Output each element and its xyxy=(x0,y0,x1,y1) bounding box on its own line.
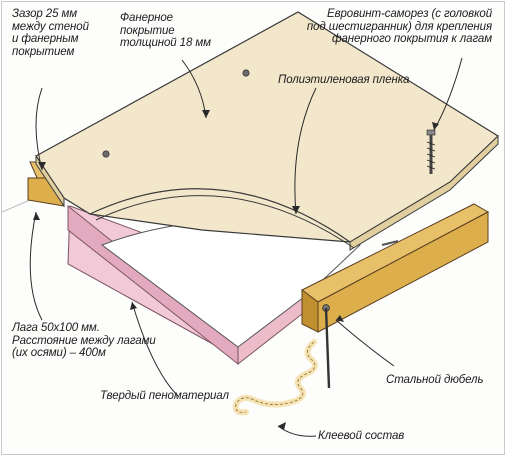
label-dowel: Стальной дюбель xyxy=(386,374,483,387)
label-gap-line: и фанерным xyxy=(12,33,79,45)
eurovint-screw xyxy=(426,129,436,174)
label-plywood-line: покрытие xyxy=(120,24,175,37)
glue-bead-outline xyxy=(235,341,316,413)
leader-glue xyxy=(277,425,317,437)
plywood-edge xyxy=(35,154,65,208)
label-film: Полиэтиленовая пленка xyxy=(278,74,409,87)
joist-right-side xyxy=(317,211,489,333)
plywood-right-edge xyxy=(349,134,499,251)
label-joist-line: Лага 50x100 мм. xyxy=(12,322,100,334)
label-dowel-line: Стальной дюбель xyxy=(386,374,484,386)
label-gap: Зазор 25 мм между стеной и фанерным покр… xyxy=(12,8,89,58)
label-foam: Твердый пеноматериал xyxy=(100,390,229,403)
label-gap-line: Зазор 25 мм xyxy=(12,8,78,20)
leader-foam xyxy=(131,301,179,397)
leader-gap xyxy=(35,87,43,171)
label-glue-line: Клеевой состав xyxy=(318,430,405,442)
leader-joist xyxy=(29,211,43,321)
label-gap-line: покрытием xyxy=(12,45,75,58)
label-foam-line: Твердый пеноматериал xyxy=(100,390,229,402)
label-film-line: Полиэтиленовая пленка xyxy=(278,74,410,86)
plywood-cut-curve xyxy=(89,188,351,243)
steel-dowel xyxy=(322,304,331,389)
screw-head-1 xyxy=(102,150,110,158)
leader-film xyxy=(294,87,317,215)
leader-dowel xyxy=(335,319,395,367)
floor-line xyxy=(2,199,31,213)
plywood-cut-inner xyxy=(95,195,355,249)
label-joist: Лага 50x100 мм. Расстояние между лагами … xyxy=(12,322,156,360)
label-screw-line: Евровинт-саморез (с головкой xyxy=(327,8,492,20)
label-plywood-line: Фанерное xyxy=(120,12,173,24)
label-joist-line: Расстояние между лагами xyxy=(12,334,156,347)
label-joist-line: (их осями) – 400м xyxy=(12,347,106,359)
leader-arrowheads xyxy=(33,110,439,430)
label-plywood-line: толщиной 18 мм xyxy=(120,37,211,49)
screw-head-2 xyxy=(242,69,250,77)
label-plywood: Фанерное покрытие толщиной 18 мм xyxy=(120,12,211,50)
label-glue: Клеевой состав xyxy=(318,430,404,443)
label-screw-line: фанерного покрытия к лагам xyxy=(331,33,492,45)
label-gap-line: между стеной xyxy=(12,20,89,33)
label-screw-line: под шестигранник) для крепления xyxy=(306,20,492,33)
screw-slot-left xyxy=(381,240,399,246)
label-screw: Евровинт-саморез (с головкой под шестигр… xyxy=(307,8,492,46)
